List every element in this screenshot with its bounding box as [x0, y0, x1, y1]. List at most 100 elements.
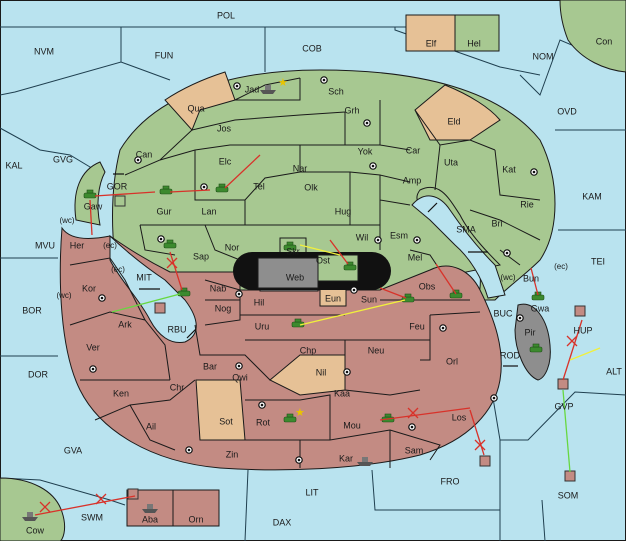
province-orn[interactable]: [172, 489, 220, 527]
green-borders: [124, 77, 541, 461]
sea-dax: DAX: [273, 517, 292, 527]
neutral-labels: Qua Eld Eun Nil Sot: [187, 103, 460, 426]
fleet-unit[interactable]: [142, 504, 158, 513]
army-unit[interactable]: [215, 183, 229, 193]
army-unit[interactable]: [529, 343, 543, 353]
label-skr: Skr: [286, 246, 300, 256]
label-eun: Eun: [325, 293, 341, 303]
sea-cob: COB: [302, 43, 322, 53]
label-qwi: Qwi: [232, 372, 248, 382]
army-unit[interactable]: [159, 185, 173, 195]
label-esm: Esm: [390, 230, 408, 240]
label-grh: Grh: [344, 105, 359, 115]
label-zin: Zin: [226, 449, 239, 459]
sea-cow: Cow: [26, 525, 45, 535]
sea-lit: LIT: [305, 487, 319, 497]
label-car: Car: [406, 145, 421, 155]
fleet-unit[interactable]: [564, 470, 576, 482]
province-con[interactable]: [559, 0, 626, 73]
sea-nvm: NVM: [34, 46, 54, 56]
sea-alt: ALT: [606, 366, 622, 376]
army-unit[interactable]: [163, 239, 177, 249]
army-unit[interactable]: [283, 413, 297, 423]
fleet-unit[interactable]: [479, 455, 491, 467]
label-jad: Jad: [245, 84, 260, 94]
orders: [34, 154, 601, 516]
sea-tei: TEI: [591, 256, 605, 266]
province-eld[interactable]: [414, 84, 501, 141]
legend-hel-swatch: [454, 14, 500, 52]
legend-hel-label: Hel: [467, 38, 481, 48]
sea-mit: MIT: [136, 272, 152, 282]
label-sot: Sot: [219, 416, 233, 426]
sea-con: Con: [596, 36, 613, 46]
label-chp: Chp: [300, 345, 317, 355]
legend-elf-swatch: [405, 14, 456, 52]
adjacency-arrows: [113, 173, 518, 367]
fleet-unit[interactable]: [260, 85, 276, 94]
label-los: Los: [452, 412, 467, 422]
fleet-unit[interactable]: [22, 512, 38, 521]
sea-gor: GOR: [107, 181, 128, 191]
fleet-unit[interactable]: [357, 457, 373, 466]
label-gaw: Gaw: [84, 201, 103, 211]
sea-pol: POL: [217, 10, 235, 20]
coast-wc-gaw: (wc): [59, 216, 74, 225]
sea-nom: NOM: [533, 51, 554, 61]
label-sap: Sap: [193, 251, 209, 261]
label-chr: Chr: [170, 382, 185, 392]
coast-ec-her: (ec): [103, 241, 117, 250]
label-yok: Yok: [358, 146, 373, 156]
label-mel: Mel: [408, 252, 423, 262]
label-qua: Qua: [187, 103, 204, 113]
label-kaa: Kaa: [334, 388, 350, 398]
fleet-unit[interactable]: [557, 378, 569, 390]
label-uta: Uta: [444, 157, 458, 167]
province-qua[interactable]: [164, 71, 236, 131]
fleet-unit[interactable]: [574, 305, 586, 317]
label-nab: Nab: [210, 283, 227, 293]
red-borders: [69, 257, 481, 468]
sea-inlet-sma: [411, 195, 506, 299]
label-nar: Nar: [293, 163, 308, 173]
army-unit[interactable]: [177, 287, 191, 297]
fleet-unit[interactable]: [114, 195, 126, 207]
label-bar: Bar: [203, 361, 217, 371]
fleet-unit[interactable]: [154, 302, 166, 314]
label-olk: Olk: [304, 182, 318, 192]
sea-labels: POL FUN COB NVM NOM Con OVD KAL GVG GOR …: [5, 10, 622, 535]
province-pir[interactable]: [514, 303, 551, 381]
sea-swm: SWM: [81, 512, 103, 522]
label-amp: Amp: [403, 175, 422, 185]
label-can: Can: [136, 149, 153, 159]
label-feu: Feu: [409, 321, 425, 331]
label-uru: Uru: [255, 321, 270, 331]
sea-ovd: OVD: [557, 106, 577, 116]
sea-kal: KAL: [5, 160, 22, 170]
province-sot[interactable]: [195, 379, 246, 441]
sea-dor: DOR: [28, 369, 49, 379]
label-jos: Jos: [217, 123, 232, 133]
red-labels: Her Kor Ark Ver Ken Ail Chr Nab Nog Hil …: [70, 240, 467, 524]
label-hug: Hug: [335, 206, 352, 216]
label-rot: Rot: [256, 417, 271, 427]
army-unit[interactable]: [291, 318, 305, 328]
sea-gvp: GVP: [554, 401, 573, 411]
green-labels: Jad Sch Jos Grh Can Yok Car Uta Kat Elc …: [84, 84, 550, 455]
army-unit[interactable]: [283, 241, 297, 251]
label-sch: Sch: [328, 86, 344, 96]
label-sun: Sun: [361, 294, 377, 304]
star-icon: ★: [295, 406, 305, 419]
label-aba: Aba: [142, 514, 158, 524]
label-sam: Sam: [405, 445, 424, 455]
label-kor: Kor: [82, 283, 96, 293]
label-nog: Nog: [215, 303, 232, 313]
label-hil: Hil: [254, 297, 265, 307]
label-gur: Gur: [156, 206, 171, 216]
label-pir: Pir: [525, 327, 536, 337]
label-tel: Tel: [253, 181, 265, 191]
fleet-unit[interactable]: [127, 488, 139, 500]
label-orl: Orl: [446, 356, 458, 366]
